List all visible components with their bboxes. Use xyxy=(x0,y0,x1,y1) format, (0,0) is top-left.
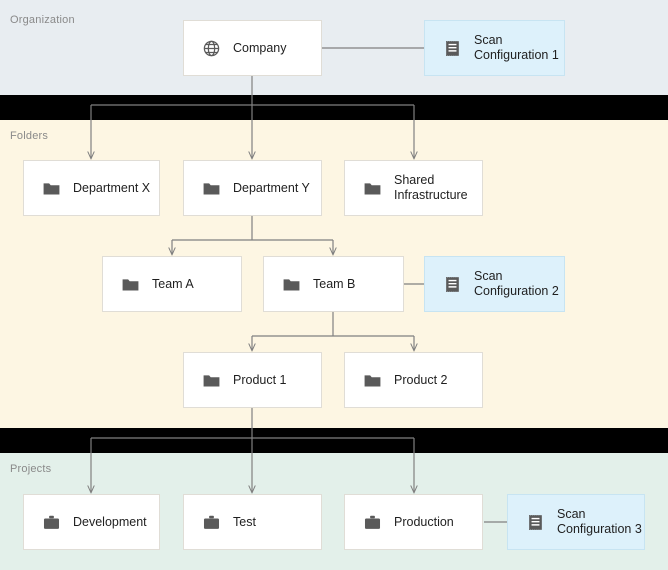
node-label: Department Y xyxy=(233,180,310,195)
swimlane-label-projects: Projects xyxy=(10,463,52,475)
globe-icon xyxy=(202,39,221,58)
node-scan-configuration-3[interactable]: Scan Configuration 3 xyxy=(507,494,645,550)
folder-icon xyxy=(363,371,382,390)
node-production[interactable]: Production xyxy=(344,494,483,550)
node-label: Team A xyxy=(152,276,194,291)
scan-config-icon xyxy=(443,39,462,58)
folder-icon xyxy=(282,275,301,294)
node-label: Test xyxy=(233,514,256,529)
swimlane-label-organization: Organization xyxy=(10,14,75,26)
folder-icon xyxy=(121,275,140,294)
node-product-1[interactable]: Product 1 xyxy=(183,352,322,408)
node-scan-configuration-2[interactable]: Scan Configuration 2 xyxy=(424,256,565,312)
swimlane-organization xyxy=(0,0,668,95)
scan-config-icon xyxy=(443,275,462,294)
node-product-2[interactable]: Product 2 xyxy=(344,352,483,408)
node-test[interactable]: Test xyxy=(183,494,322,550)
node-label: Scan Configuration 2 xyxy=(474,269,559,298)
node-label: Production xyxy=(394,514,454,529)
node-company[interactable]: Company xyxy=(183,20,322,76)
node-department-y[interactable]: Department Y xyxy=(183,160,322,216)
node-team-b[interactable]: Team B xyxy=(263,256,404,312)
node-label: Department X xyxy=(73,180,151,195)
node-shared-infrastructure[interactable]: Shared Infrastructure xyxy=(344,160,483,216)
node-team-a[interactable]: Team A xyxy=(102,256,242,312)
node-scan-configuration-1[interactable]: Scan Configuration 1 xyxy=(424,20,565,76)
folder-icon xyxy=(202,371,221,390)
node-label: Company xyxy=(233,40,287,55)
node-label: Shared Infrastructure xyxy=(394,173,468,202)
folder-icon xyxy=(42,179,61,198)
node-label: Scan Configuration 3 xyxy=(557,507,642,536)
briefcase-icon xyxy=(363,513,382,532)
node-label: Team B xyxy=(313,276,356,291)
node-label: Development xyxy=(73,514,147,529)
folder-icon xyxy=(202,179,221,198)
node-label: Product 2 xyxy=(394,372,448,387)
node-label: Product 1 xyxy=(233,372,287,387)
node-development[interactable]: Development xyxy=(23,494,160,550)
scan-config-icon xyxy=(526,513,545,532)
swimlane-label-folders: Folders xyxy=(10,130,49,142)
briefcase-icon xyxy=(202,513,221,532)
node-label: Scan Configuration 1 xyxy=(474,33,559,62)
node-department-x[interactable]: Department X xyxy=(23,160,160,216)
briefcase-icon xyxy=(42,513,61,532)
folder-icon xyxy=(363,179,382,198)
